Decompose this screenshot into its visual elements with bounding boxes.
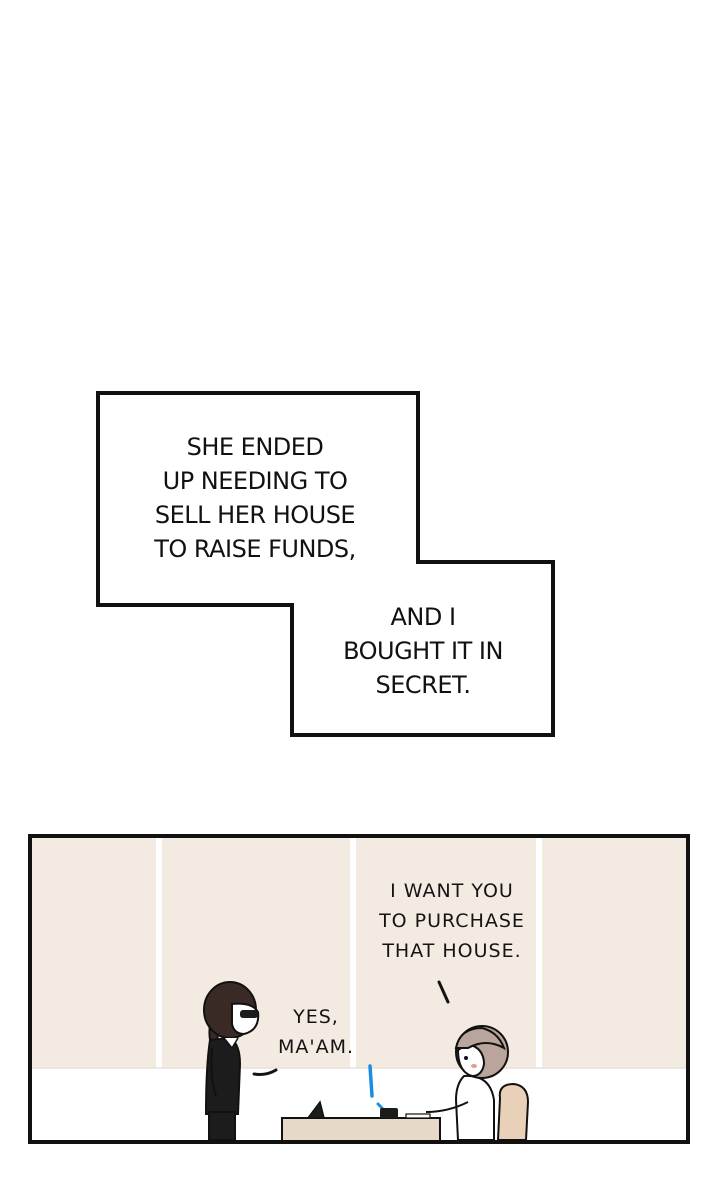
- narration-text-2: AND I BOUGHT IT IN SECRET.: [318, 600, 528, 702]
- speech-line: MA'AM.: [277, 1036, 355, 1058]
- wall-background: [30, 836, 688, 1068]
- speech-line: YES,: [293, 1006, 339, 1028]
- narration-caption-frame: [96, 391, 555, 737]
- narration-line: TO RAISE FUNDS,: [154, 535, 356, 563]
- narration-line: BOUGHT IT IN: [343, 637, 503, 665]
- comic-panel: I WANT YOU TO PURCHASE THAT HOUSE. YES, …: [28, 834, 690, 1144]
- narration-caption: SHE ENDED UP NEEDING TO SELL HER HOUSE T…: [96, 391, 555, 737]
- desk-phone-icon: [380, 1108, 398, 1118]
- speech-tick-boss: [437, 980, 450, 1004]
- paper-icon: [405, 1113, 431, 1119]
- narration-line: UP NEEDING TO: [162, 467, 348, 495]
- narration-text-1: SHE ENDED UP NEEDING TO SELL HER HOUSE T…: [120, 430, 390, 566]
- speech-line: I WANT YOU: [390, 880, 514, 902]
- panel-border: [28, 834, 690, 1144]
- panel-illustration: [28, 834, 690, 1144]
- office-chair: [496, 1082, 530, 1141]
- speech-boss: I WANT YOU TO PURCHASE THAT HOUSE.: [362, 876, 542, 966]
- monitor-icon: [306, 1100, 325, 1119]
- speech-line: TO PURCHASE: [379, 910, 525, 932]
- narration-line: SELL HER HOUSE: [154, 501, 356, 529]
- narration-line: SECRET.: [375, 671, 471, 699]
- assistant-figure: [203, 981, 260, 1141]
- wall-divider: [350, 836, 356, 1068]
- wall-divider: [156, 836, 162, 1068]
- boss-figure: [425, 1025, 509, 1141]
- speech-assistant: YES, MA'AM.: [266, 1002, 366, 1062]
- sweat-drop-mark: [376, 1102, 384, 1110]
- caption-border: [96, 391, 555, 737]
- narration-line: SHE ENDED: [186, 433, 324, 461]
- speech-tick-assistant: [252, 1068, 278, 1076]
- narration-line: AND I: [390, 603, 456, 631]
- wall-divider: [536, 836, 542, 1068]
- speech-line: THAT HOUSE.: [382, 940, 522, 962]
- sweat-drop-mark: [368, 1064, 374, 1098]
